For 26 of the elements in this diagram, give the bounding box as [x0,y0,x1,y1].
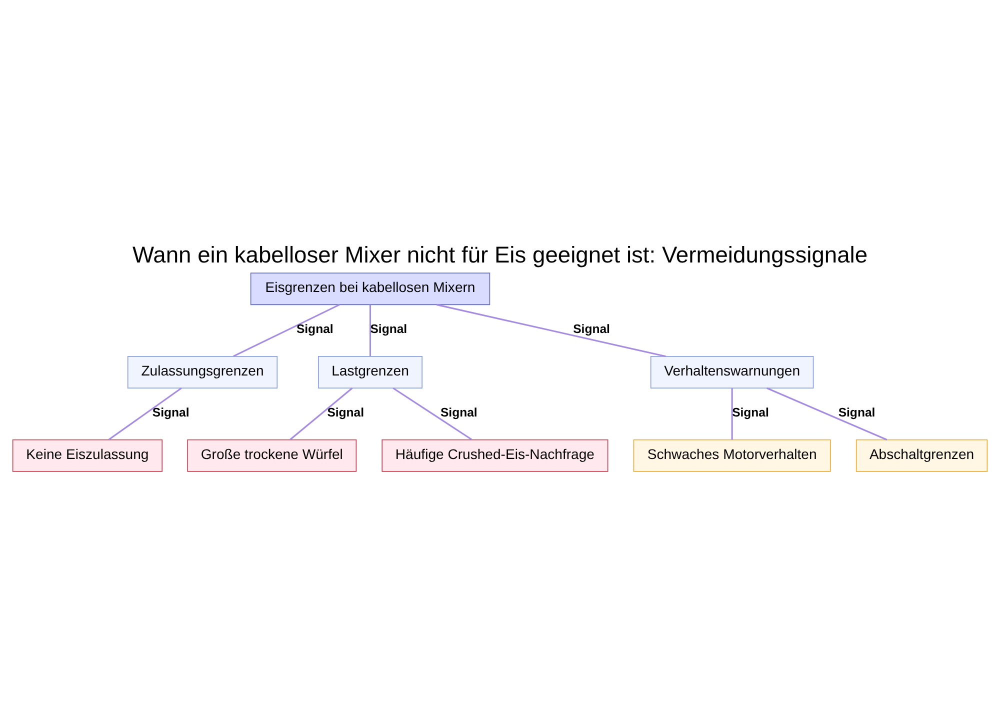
node-box: Zulassungsgrenzen [127,356,278,388]
edge-label: Signal [838,404,876,419]
connector [290,387,353,440]
connector [766,386,888,440]
node-box: Eisgrenzen bei kabellosen Mixern [250,272,490,305]
connector [731,388,733,440]
edge-label: Signal [440,404,478,419]
connector [369,304,372,356]
node-box: Keine Eiszulassung [12,438,163,472]
edge-label: Signal [370,321,408,336]
diagram-title: Wann ein kabelloser Mixer nicht für Eis geeignet ist: Vermeidungssignale [132,240,868,267]
node-box: Schwaches Motorverhalten [633,438,831,472]
node-box: Lastgrenzen [318,356,422,388]
node-box: Große trockene Würfel [187,438,357,472]
node-box: Häufige Crushed-Eis-Nachfrage [382,438,608,472]
connector [233,303,340,357]
edge-label: Signal [327,404,364,419]
edge-label: Signal [152,404,190,419]
connector [392,386,472,440]
edge-label: Signal [732,404,769,419]
node-box: Verhaltenswarnungen [650,356,814,388]
connector [436,303,666,357]
connector [108,386,182,440]
edge-label: Signal [573,321,610,336]
node-box: Abschaltgrenzen [856,438,988,472]
edge-label: Signal [296,321,334,336]
